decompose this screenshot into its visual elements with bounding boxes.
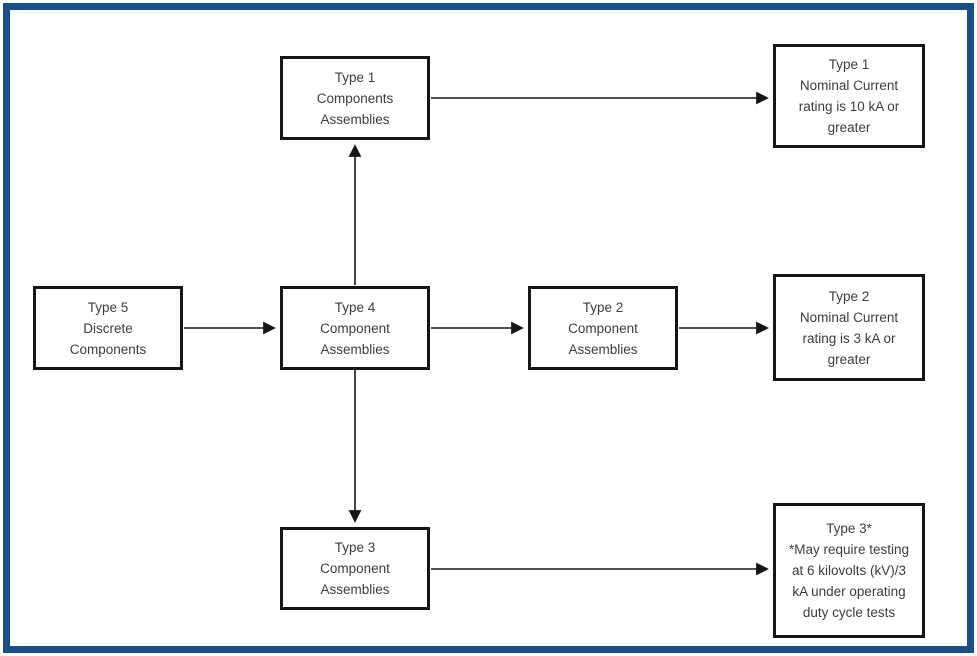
node-type2-component-assemblies: Type 2 Component Assemblies [528, 286, 678, 370]
node-type3-testing-note: Type 3* *May require testing at 6 kilovo… [773, 503, 925, 638]
node-type5-discrete-components: Type 5 Discrete Components [33, 286, 183, 370]
node-type2-nominal-current-rating: Type 2 Nominal Current rating is 3 kA or… [773, 274, 925, 381]
node-type1-nominal-current-rating: Type 1 Nominal Current rating is 10 kA o… [773, 44, 925, 148]
node-type3-component-assemblies: Type 3 Component Assemblies [280, 527, 430, 610]
node-type1-components-assemblies: Type 1 Components Assemblies [280, 56, 430, 140]
node-type4-component-assemblies: Type 4 Component Assemblies [280, 286, 430, 370]
